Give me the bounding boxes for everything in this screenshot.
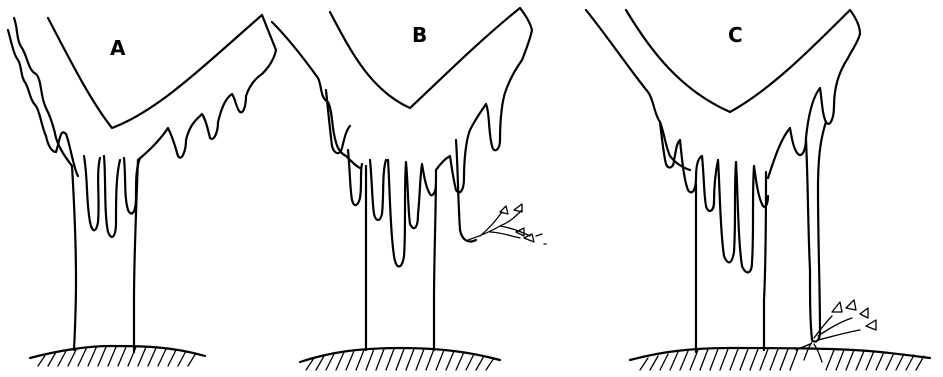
panel-label-b: B	[412, 23, 427, 47]
panel-c-trunk-right	[764, 172, 766, 350]
panel-label-c: C	[728, 23, 743, 47]
panel-a: A	[8, 15, 276, 366]
panel-a-trunk-left	[72, 166, 76, 350]
panel-b-hanging-aerial-root	[456, 140, 476, 242]
panel-c-grounded-aerial-root	[806, 122, 826, 342]
panel-b-trunk-drips	[370, 160, 436, 267]
panel-c-left-branch-outline	[586, 10, 690, 170]
panel-a-trunk-drips	[84, 156, 140, 237]
panel-a-right-branch-outline	[138, 50, 276, 160]
panel-b-root-tip-buds	[500, 204, 546, 244]
panel-b-left-drips	[326, 90, 362, 205]
panel-b-trunk-right	[434, 170, 436, 350]
panel-c-root-tip-buds	[832, 300, 876, 330]
panel-c-trunk-drips	[702, 156, 768, 272]
panel-label-a: A	[110, 36, 126, 60]
panel-b-right-branch-drips	[470, 30, 532, 150]
panel-a-crotch-outline	[48, 15, 262, 128]
panel-b-right-branch-outline	[436, 130, 470, 192]
panel-b: B	[272, 8, 546, 370]
panel-c: C	[586, 10, 930, 370]
panel-c-right-branch-upper	[850, 10, 860, 34]
panel-a-left-branch-outline	[14, 18, 72, 166]
panel-b-root-tip-branches	[468, 210, 530, 240]
panel-b-right-branch-upper	[520, 8, 532, 30]
panel-c-right-branch-outline	[768, 34, 860, 178]
panel-c-left-drips	[660, 122, 702, 192]
panel-a-right-branch-upper	[262, 15, 276, 50]
panel-c-root-tip-branches	[796, 316, 860, 362]
